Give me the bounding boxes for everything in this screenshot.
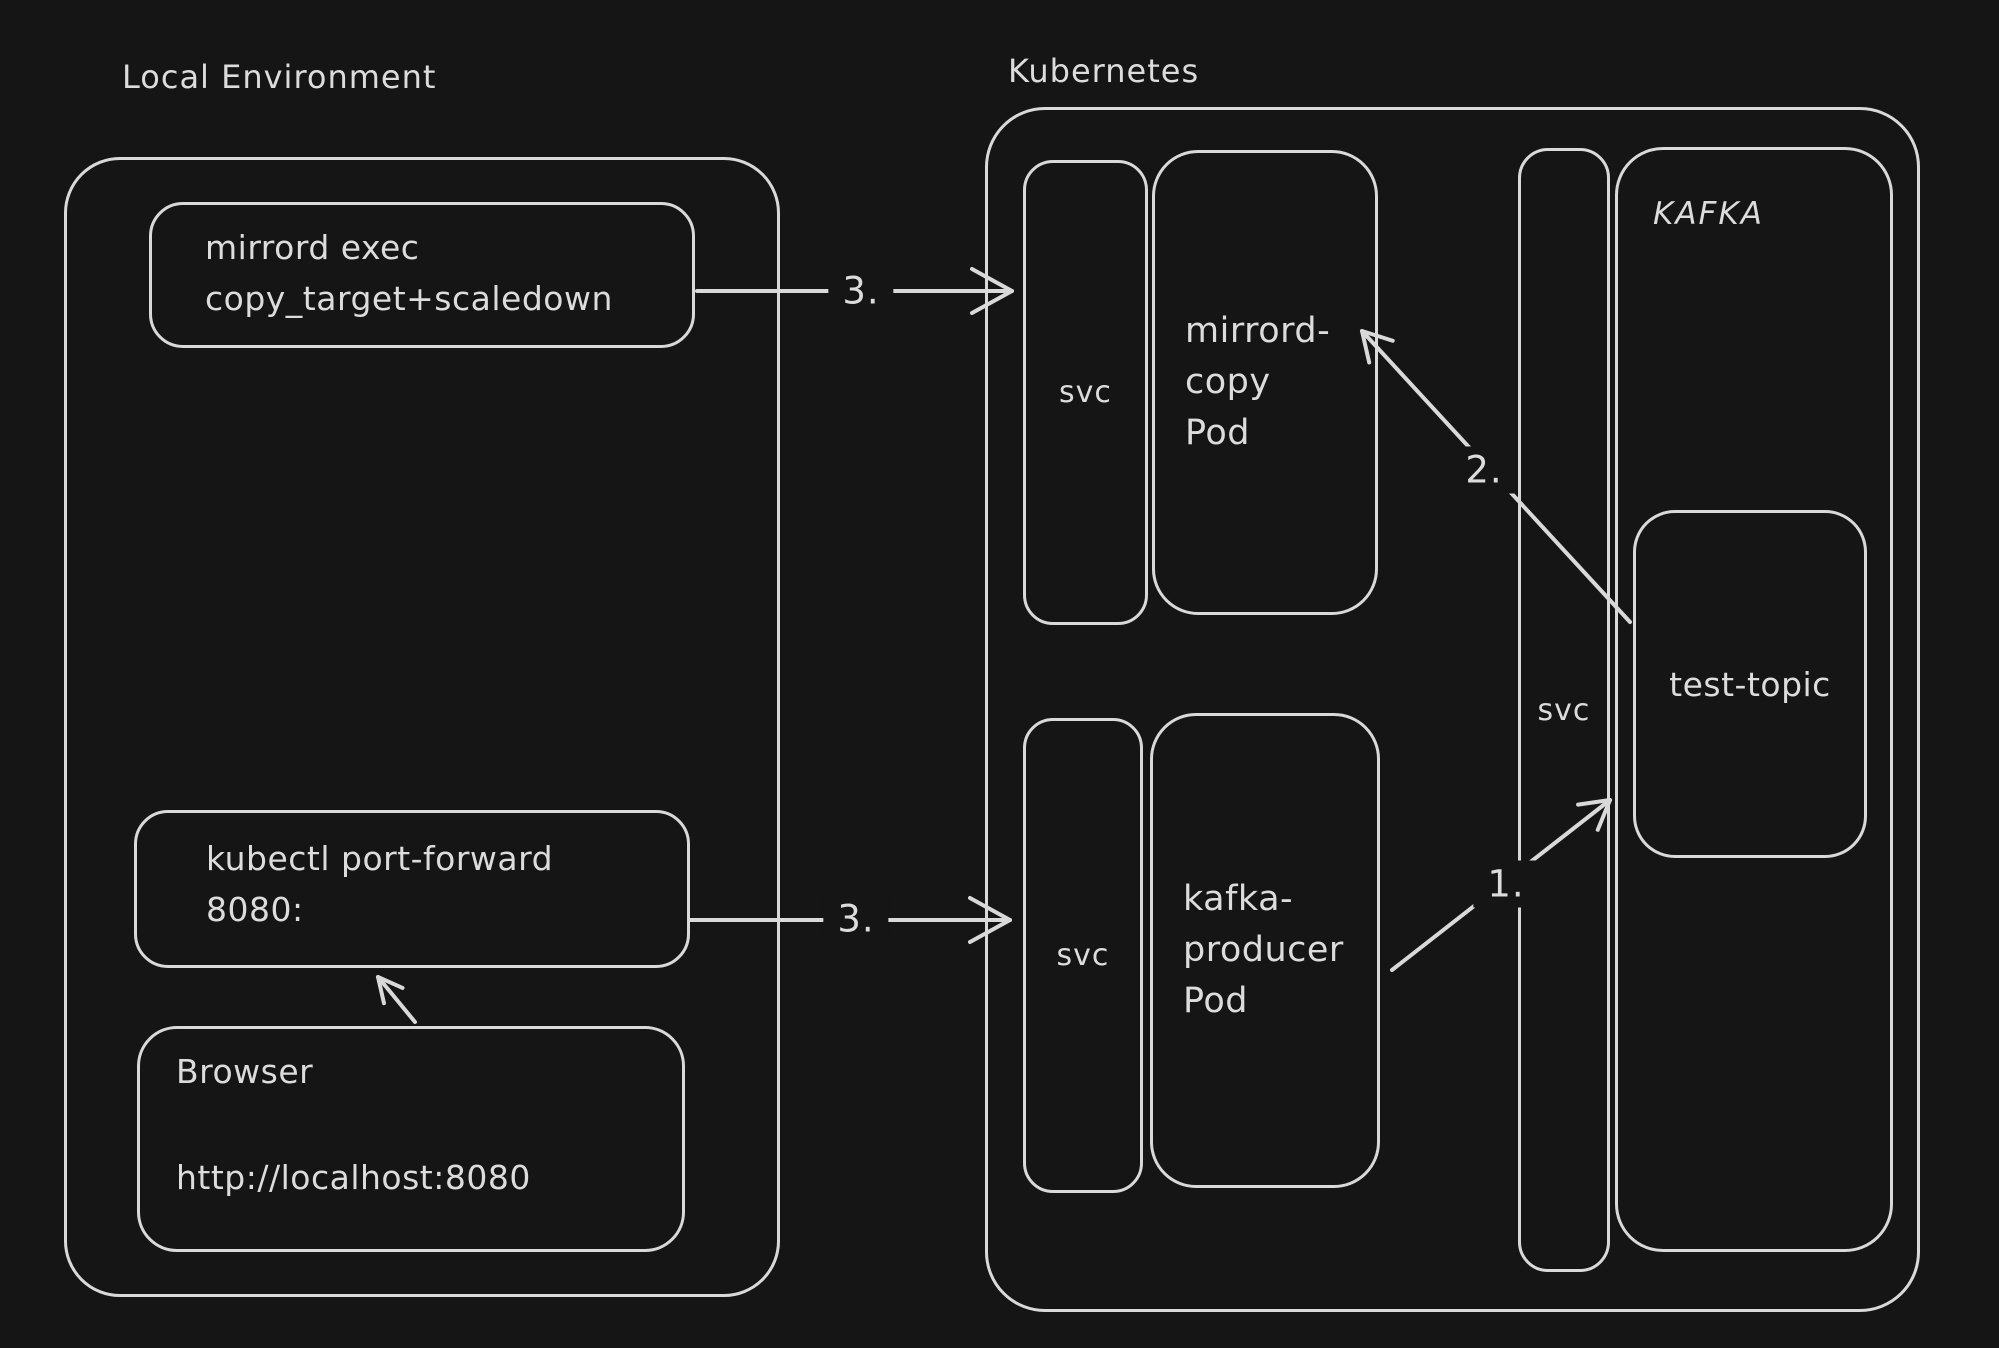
mirrord-copy-pod-line3: Pod [1185, 412, 1250, 453]
mirrord-exec-line1: mirrord exec [205, 228, 420, 267]
arrow-step2-label: 2. [1451, 446, 1517, 494]
mirrord-exec-text: mirrord exec copy_target+scaledown [205, 222, 613, 324]
mirrord-exec-line2: copy_target+scaledown [205, 279, 613, 319]
mirrord-copy-pod-line1: mirrord- [1185, 311, 1331, 352]
svc-kafka-box: svc [1518, 148, 1610, 1272]
port-forward-text: kubectl port-forward 8080: [206, 833, 553, 935]
kubernetes-title: Kubernetes [1008, 52, 1200, 90]
svc-top-box: svc [1023, 160, 1148, 625]
browser-box [137, 1026, 685, 1252]
kafka-producer-pod-line3: Pod [1183, 980, 1248, 1021]
kafka-title: KAFKA [1653, 196, 1764, 232]
port-forward-line2: 8080: [206, 890, 304, 930]
kafka-producer-pod-line1: kafka- [1183, 879, 1294, 920]
svc-bottom-box: svc [1023, 718, 1143, 1193]
kubernetes-container [985, 107, 1920, 1312]
mirrord-copy-pod-box: mirrord- copy Pod [1152, 150, 1378, 615]
arrow-step3-bottom-label: 3. [823, 895, 889, 943]
local-environment-title: Local Environment [122, 58, 437, 96]
local-environment-container [64, 157, 780, 1297]
browser-url: http://localhost:8080 [176, 1158, 531, 1197]
svc-bottom-label: svc [1056, 938, 1110, 973]
browser-title: Browser [176, 1052, 314, 1091]
port-forward-box [134, 810, 690, 968]
arrow-step3-top-label: 3. [828, 267, 894, 315]
kafka-producer-pod-line2: producer [1183, 930, 1344, 971]
svc-top-label: svc [1059, 375, 1112, 410]
mirrord-exec-box [149, 202, 695, 348]
kafka-producer-pod-box: kafka- producer Pod [1150, 713, 1380, 1188]
port-forward-line1: kubectl port-forward [206, 839, 554, 878]
mirrord-copy-pod-line2: copy [1185, 362, 1271, 403]
test-topic-label: test-topic [1669, 664, 1831, 704]
kafka-box [1615, 147, 1893, 1252]
test-topic-box: test-topic [1633, 510, 1867, 858]
svc-kafka-label: svc [1537, 692, 1591, 728]
arrow-step1-label: 1. [1473, 860, 1539, 908]
